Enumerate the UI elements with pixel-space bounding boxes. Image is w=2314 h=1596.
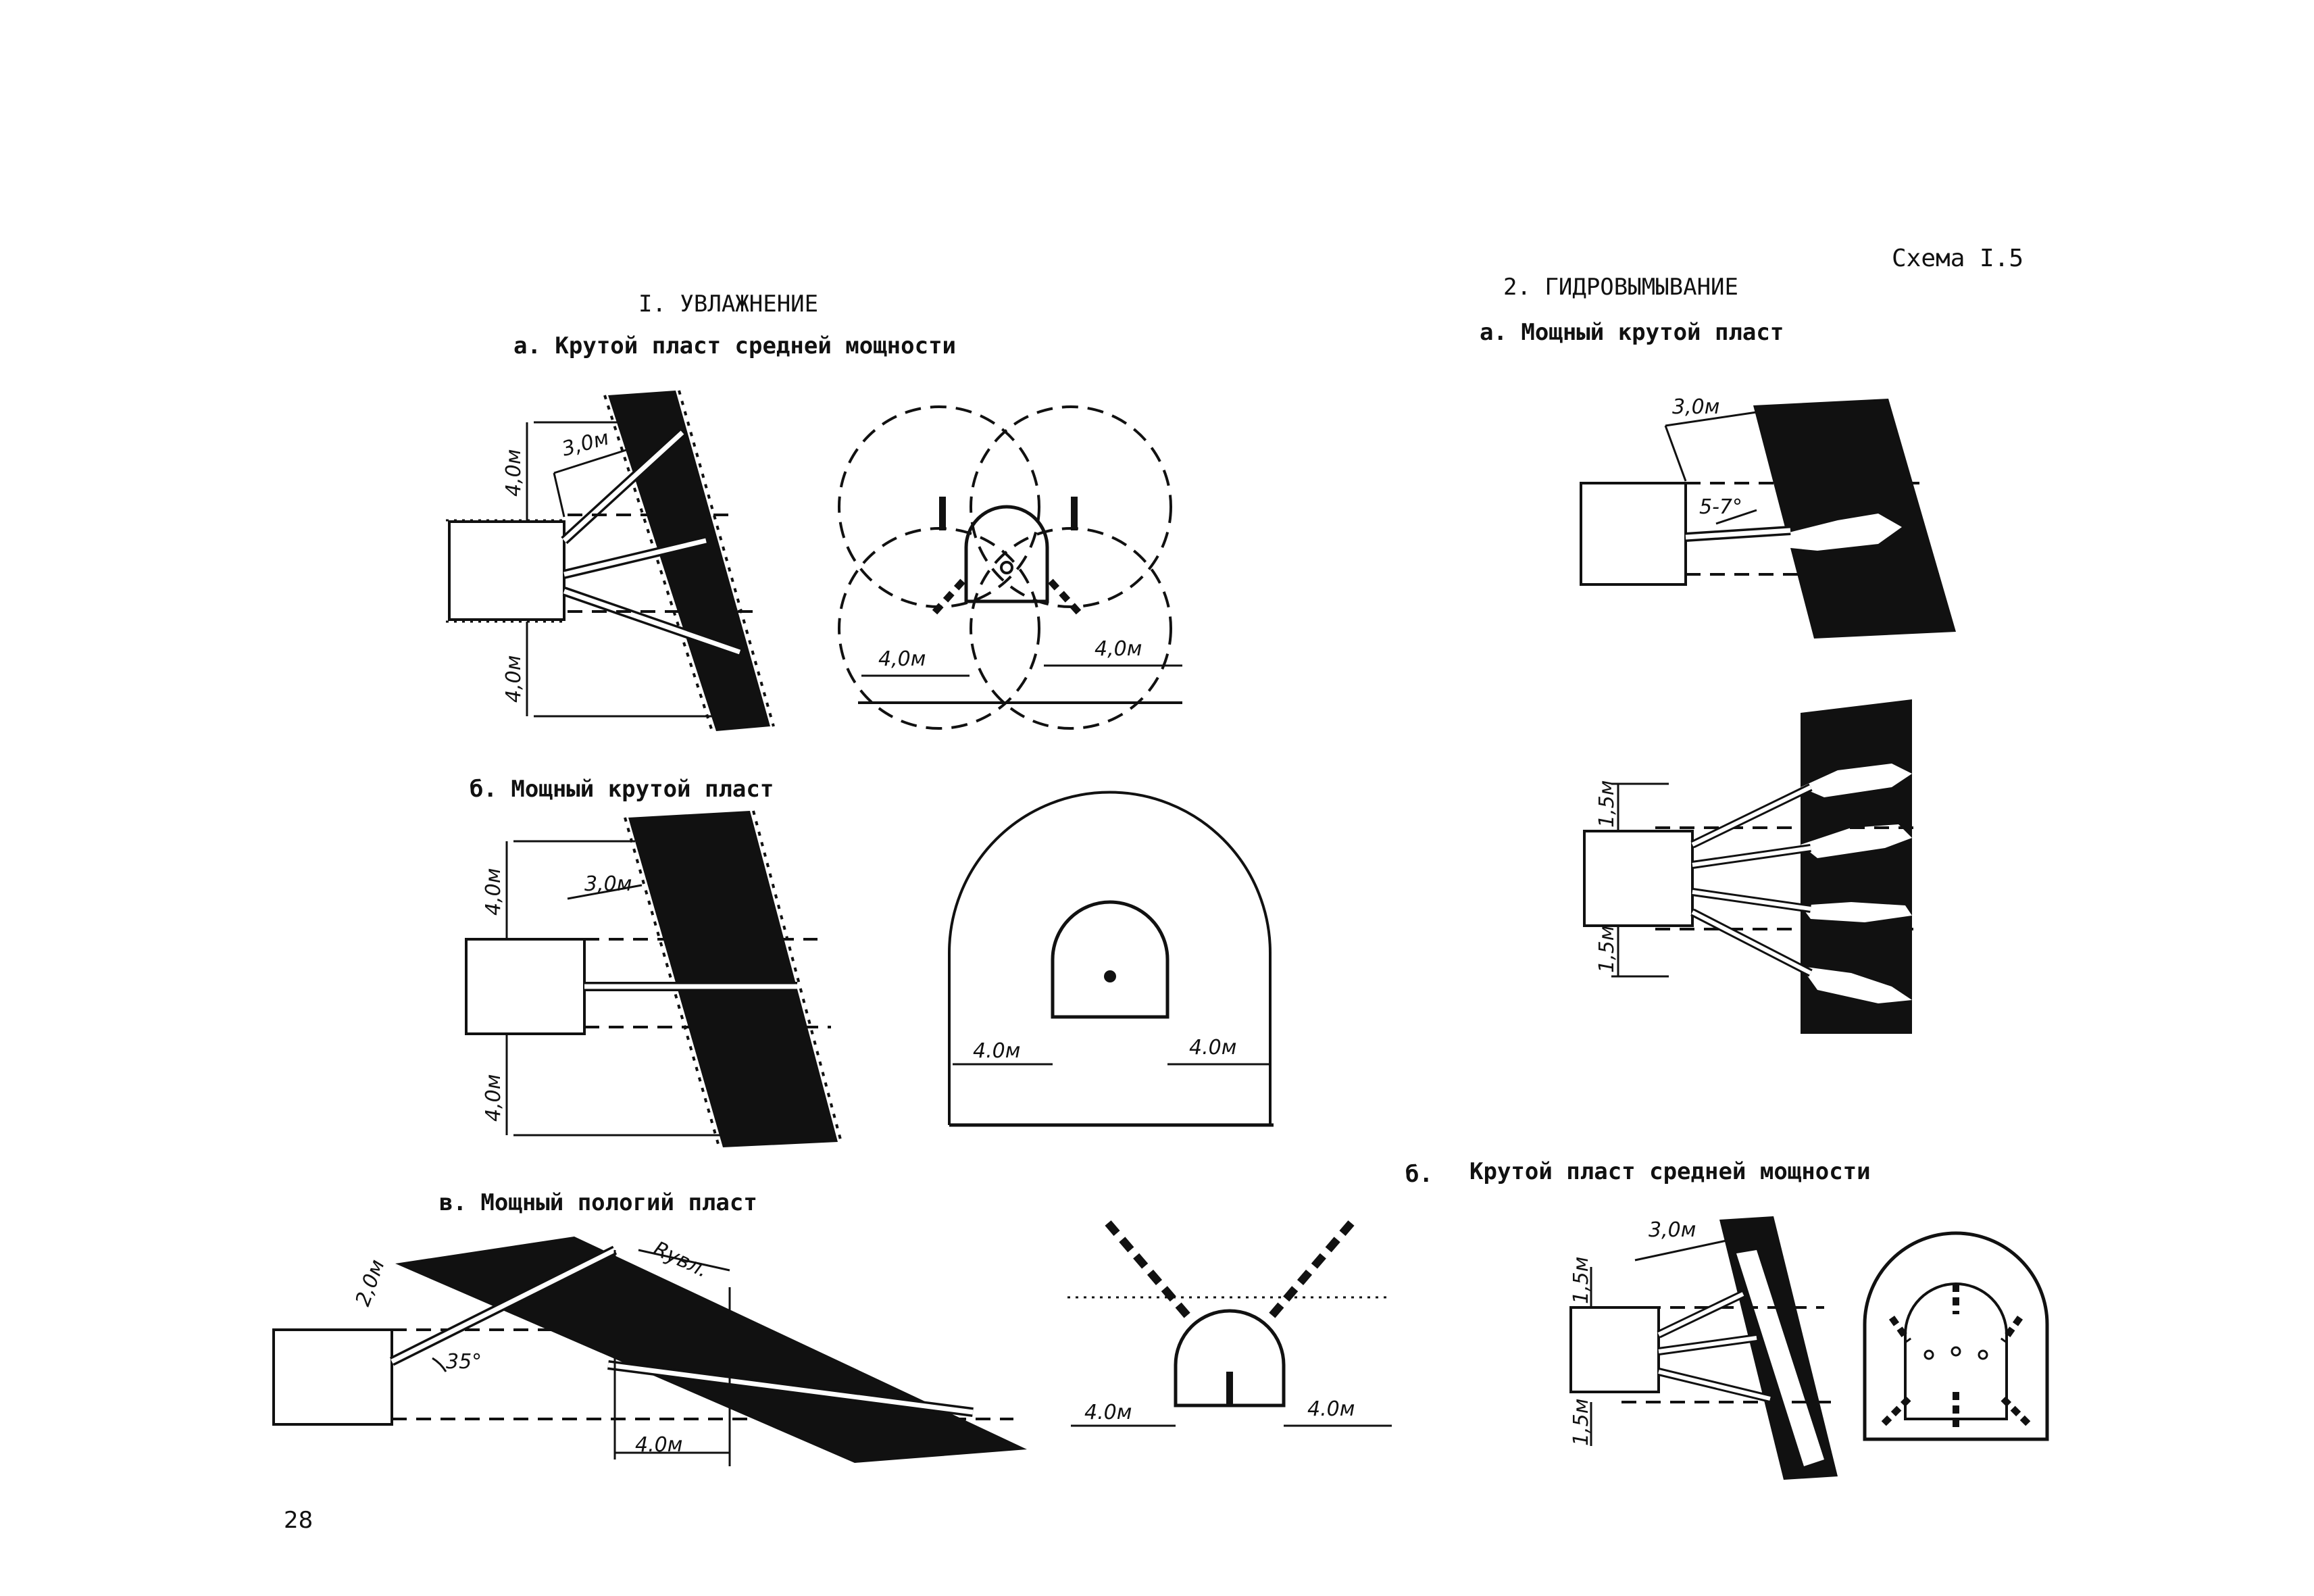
- dim-1v-plan-left: 4.0м: [1084, 1401, 1132, 1424]
- diagram-1b-side: 4,0м 4,0м 3,0м: [465, 810, 842, 1149]
- borehole-dot: [1104, 970, 1116, 982]
- radius-label: Rувл.: [650, 1237, 712, 1283]
- dim-1b-plan-right: 4.0м: [1189, 1036, 1236, 1059]
- caption-1v: в. Мощный пологий пласт: [439, 1189, 757, 1216]
- caption-2a: а. Мощный крутой пласт: [1480, 319, 1784, 346]
- dim-2b-15-bottom: 1,5м: [1569, 1399, 1593, 1446]
- diagram-2b-plan: [1863, 1231, 2049, 1441]
- dim-1v-plan-right: 4.0м: [1307, 1397, 1355, 1421]
- dim-1b-bottom: 4,0м: [482, 1074, 505, 1122]
- section-2-title: 2. ГИДРОВЫМЫВАНИЕ: [1503, 274, 1738, 301]
- dim-1b-30: 3,0м: [584, 872, 632, 896]
- diagram-1b-plan: [948, 791, 1274, 1127]
- dim-2a-15-top: 1,5м: [1595, 780, 1619, 828]
- diagram-2b-side: 3,0м 1,5м 1,5м: [1569, 1216, 1838, 1480]
- diagram-1v-plan: [1067, 1220, 1392, 1427]
- diagram-1a-side: 4,0м 4,0м 3,0м: [446, 390, 775, 734]
- dim-1a-bottom: 4,0м: [502, 655, 526, 703]
- dim-2b-30: 3,0м: [1649, 1218, 1696, 1242]
- dim-1a-30: 3,0м: [559, 426, 611, 462]
- dim-2a-30: 3,0м: [1672, 395, 1719, 419]
- diagram-2a-top: 3,0м 5-7°: [1580, 395, 1956, 639]
- angle-2a-57: 5-7°: [1699, 495, 1742, 519]
- caption-2b-prefix: б.: [1405, 1161, 1433, 1188]
- dim-1v-40: 4.0м: [635, 1433, 682, 1457]
- diagram-1a-plan: [838, 405, 1182, 730]
- angle-1v-35: 35°: [446, 1350, 482, 1374]
- scheme-label: Схема I.5: [1892, 245, 2024, 272]
- dim-1a-plan-right: 4,0м: [1095, 637, 1142, 661]
- diagram-2a-bottom: 1,5м 1,5м: [1583, 699, 1919, 1034]
- dim-1a-plan-left: 4,0м: [878, 647, 926, 671]
- diagram-1v-side: 2,0м 35° 4.0м Rувл.: [272, 1237, 1027, 1466]
- page-number: 28: [284, 1507, 313, 1534]
- caption-1b: б. Мощный крутой пласт: [470, 776, 774, 803]
- dim-1b-top: 4,0м: [482, 868, 505, 916]
- dim-1b-plan-left: 4.0м: [973, 1039, 1020, 1063]
- section-1-title: I. УВЛАЖНЕНИЕ: [638, 291, 819, 318]
- dim-2a-15-bottom: 1,5м: [1595, 926, 1619, 973]
- caption-1a: а. Крутой пласт средней мощности: [513, 332, 957, 359]
- dim-2b-15-top: 1,5м: [1569, 1257, 1593, 1304]
- dim-1a-top: 4,0м: [502, 449, 526, 497]
- dim-1v-20: 2,0м: [351, 1257, 390, 1310]
- caption-2b: Крутой пласт средней мощности: [1469, 1158, 1871, 1185]
